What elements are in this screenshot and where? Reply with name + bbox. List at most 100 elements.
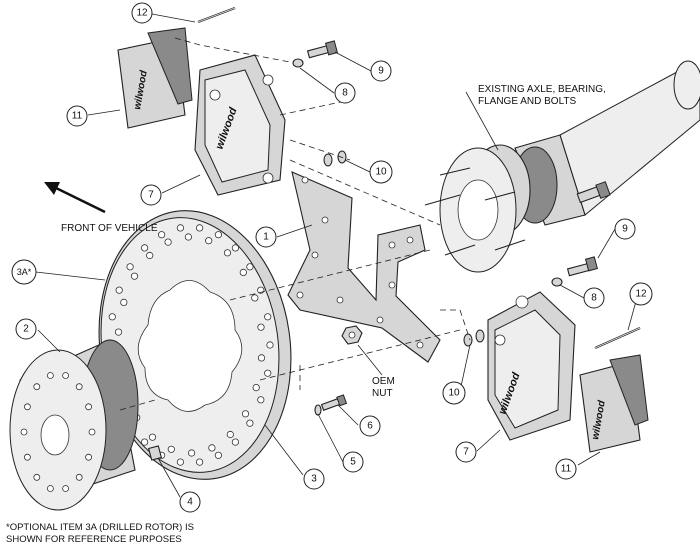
svg-text:3: 3 [311, 474, 317, 485]
svg-text:10: 10 [375, 167, 387, 178]
svg-text:5: 5 [350, 457, 356, 468]
svg-text:7: 7 [148, 190, 154, 201]
callout-10-bottom: 10 [442, 381, 466, 405]
rotor-drill-hole [214, 451, 222, 459]
rotor-drill-hole [148, 433, 157, 441]
callout-8-top: 8 [334, 82, 356, 104]
hat-bolt-hole [47, 485, 54, 492]
oem-nut-label-line2: NUT [372, 388, 393, 399]
svg-text:8: 8 [342, 88, 348, 99]
svg-text:7: 7 [463, 447, 469, 458]
hat-bolt-hole [62, 485, 69, 492]
hat-bolt-hole [85, 453, 92, 461]
rotor-drill-hole [130, 272, 139, 280]
hat-bolt-hole [33, 383, 41, 391]
rotor-drill-hole [114, 328, 123, 336]
rotor-drill-hole [266, 341, 274, 349]
callout-3: 3 [303, 468, 325, 490]
rotor-drill-hole [141, 244, 149, 252]
svg-text:11: 11 [72, 111, 83, 122]
rotor-drill-hole [108, 313, 116, 321]
lower-caliper: wilwood [487, 291, 576, 441]
rotor-drill-hole [208, 444, 216, 452]
lower-cotter-pin [594, 326, 641, 350]
rotor-drill-hole [141, 438, 149, 446]
rotor-drill-hole [231, 244, 239, 252]
rotor-drill-hole [246, 419, 254, 427]
oem-nut-label-line1: OEM [372, 376, 395, 387]
rotor-drill-hole [158, 231, 166, 239]
rotor-clip [147, 445, 163, 461]
rotor-drill-hole [205, 237, 213, 245]
callout-2: 2 [15, 318, 37, 340]
callout-11-top: 11 [66, 105, 88, 127]
callout-11-bottom: 11 [555, 458, 577, 480]
callout-9-top: 9 [370, 60, 392, 82]
callout-7-bottom: 7 [455, 441, 477, 463]
svg-text:10: 10 [448, 388, 460, 399]
footnote-line1: *OPTIONAL ITEM 3A (DRILLED ROTOR) IS [6, 522, 194, 533]
callout-7-top: 7 [140, 184, 162, 206]
svg-text:12: 12 [136, 8, 148, 19]
hat-bolt-hole [75, 383, 83, 391]
rotor-drill-hole [257, 354, 266, 362]
callout-12-top: 12 [131, 2, 153, 24]
callout-3a: 3A* [11, 259, 37, 285]
footnote-line2: SHOWN FOR REFERENCE PURPOSES [6, 534, 182, 545]
rotor-drill-hole [188, 449, 196, 457]
axle-housing [424, 60, 700, 273]
front-of-vehicle-label: FRONT OF VEHICLE [61, 223, 158, 234]
rotor-drill-hole [184, 233, 192, 241]
existing-axle-label-line2: FLANGE AND BOLTS [478, 96, 577, 107]
rotor-drill-hole [176, 458, 184, 466]
rotor-drill-hole [251, 294, 259, 302]
svg-text:2: 2 [23, 324, 29, 335]
footnote: *OPTIONAL ITEM 3A (DRILLED ROTOR) IS SHO… [6, 522, 194, 546]
upper-cotter-pin [197, 6, 236, 24]
svg-text:11: 11 [561, 464, 572, 475]
caliper-bracket [287, 171, 441, 363]
rotor-drill-hole [264, 313, 272, 321]
rotor-drill-hole [257, 396, 265, 404]
rotor-drill-hole [120, 298, 128, 306]
rotor-drill-hole [239, 268, 247, 276]
svg-text:4: 4 [187, 497, 193, 508]
rotor-drill-hole [252, 383, 260, 392]
upper-pads: wilwood [117, 27, 193, 129]
rotor-drill-hole [226, 430, 234, 439]
svg-text:3A*: 3A* [17, 267, 32, 277]
upper-bolt-hardware [292, 40, 347, 167]
bracket-bolt-hardware [314, 394, 348, 416]
existing-axle-label-line1: EXISTING AXLE, BEARING, [478, 84, 606, 95]
callout-5: 5 [342, 451, 364, 473]
hat-bolt-hole [23, 403, 31, 411]
hat-bolt-hole [75, 473, 83, 481]
hat-bolt-hole [47, 372, 54, 379]
svg-text:12: 12 [635, 289, 647, 300]
callout-9-bottom: 9 [614, 218, 636, 240]
lower-pads: wilwood [579, 354, 649, 453]
rotor-hat [9, 339, 139, 511]
rotor-drill-hole [196, 458, 204, 466]
rotor-drill-hole [146, 251, 154, 260]
rotor-drill-hole [126, 263, 134, 271]
leader-lines [35, 13, 639, 498]
hat-bolt-hole [20, 428, 28, 436]
rotor-drill-hole [214, 231, 222, 239]
rotor-drill-hole [167, 445, 175, 453]
hat-bolt-hole [23, 453, 31, 461]
drilled-rotor [98, 210, 292, 480]
rotor-drill-hole [176, 224, 184, 232]
hat-bolt-hole [33, 473, 41, 481]
svg-text:1: 1 [263, 232, 269, 243]
rotor-drill-hole [231, 438, 239, 446]
callout-10-top: 10 [369, 160, 393, 184]
rotor-drill-hole [223, 249, 232, 257]
callout-8-bottom: 8 [583, 287, 605, 309]
upper-caliper: wilwood [194, 54, 286, 196]
rotor-drill-hole [257, 323, 265, 331]
rotor-drill-hole [196, 224, 204, 232]
front-of-vehicle-arrow [44, 182, 106, 214]
